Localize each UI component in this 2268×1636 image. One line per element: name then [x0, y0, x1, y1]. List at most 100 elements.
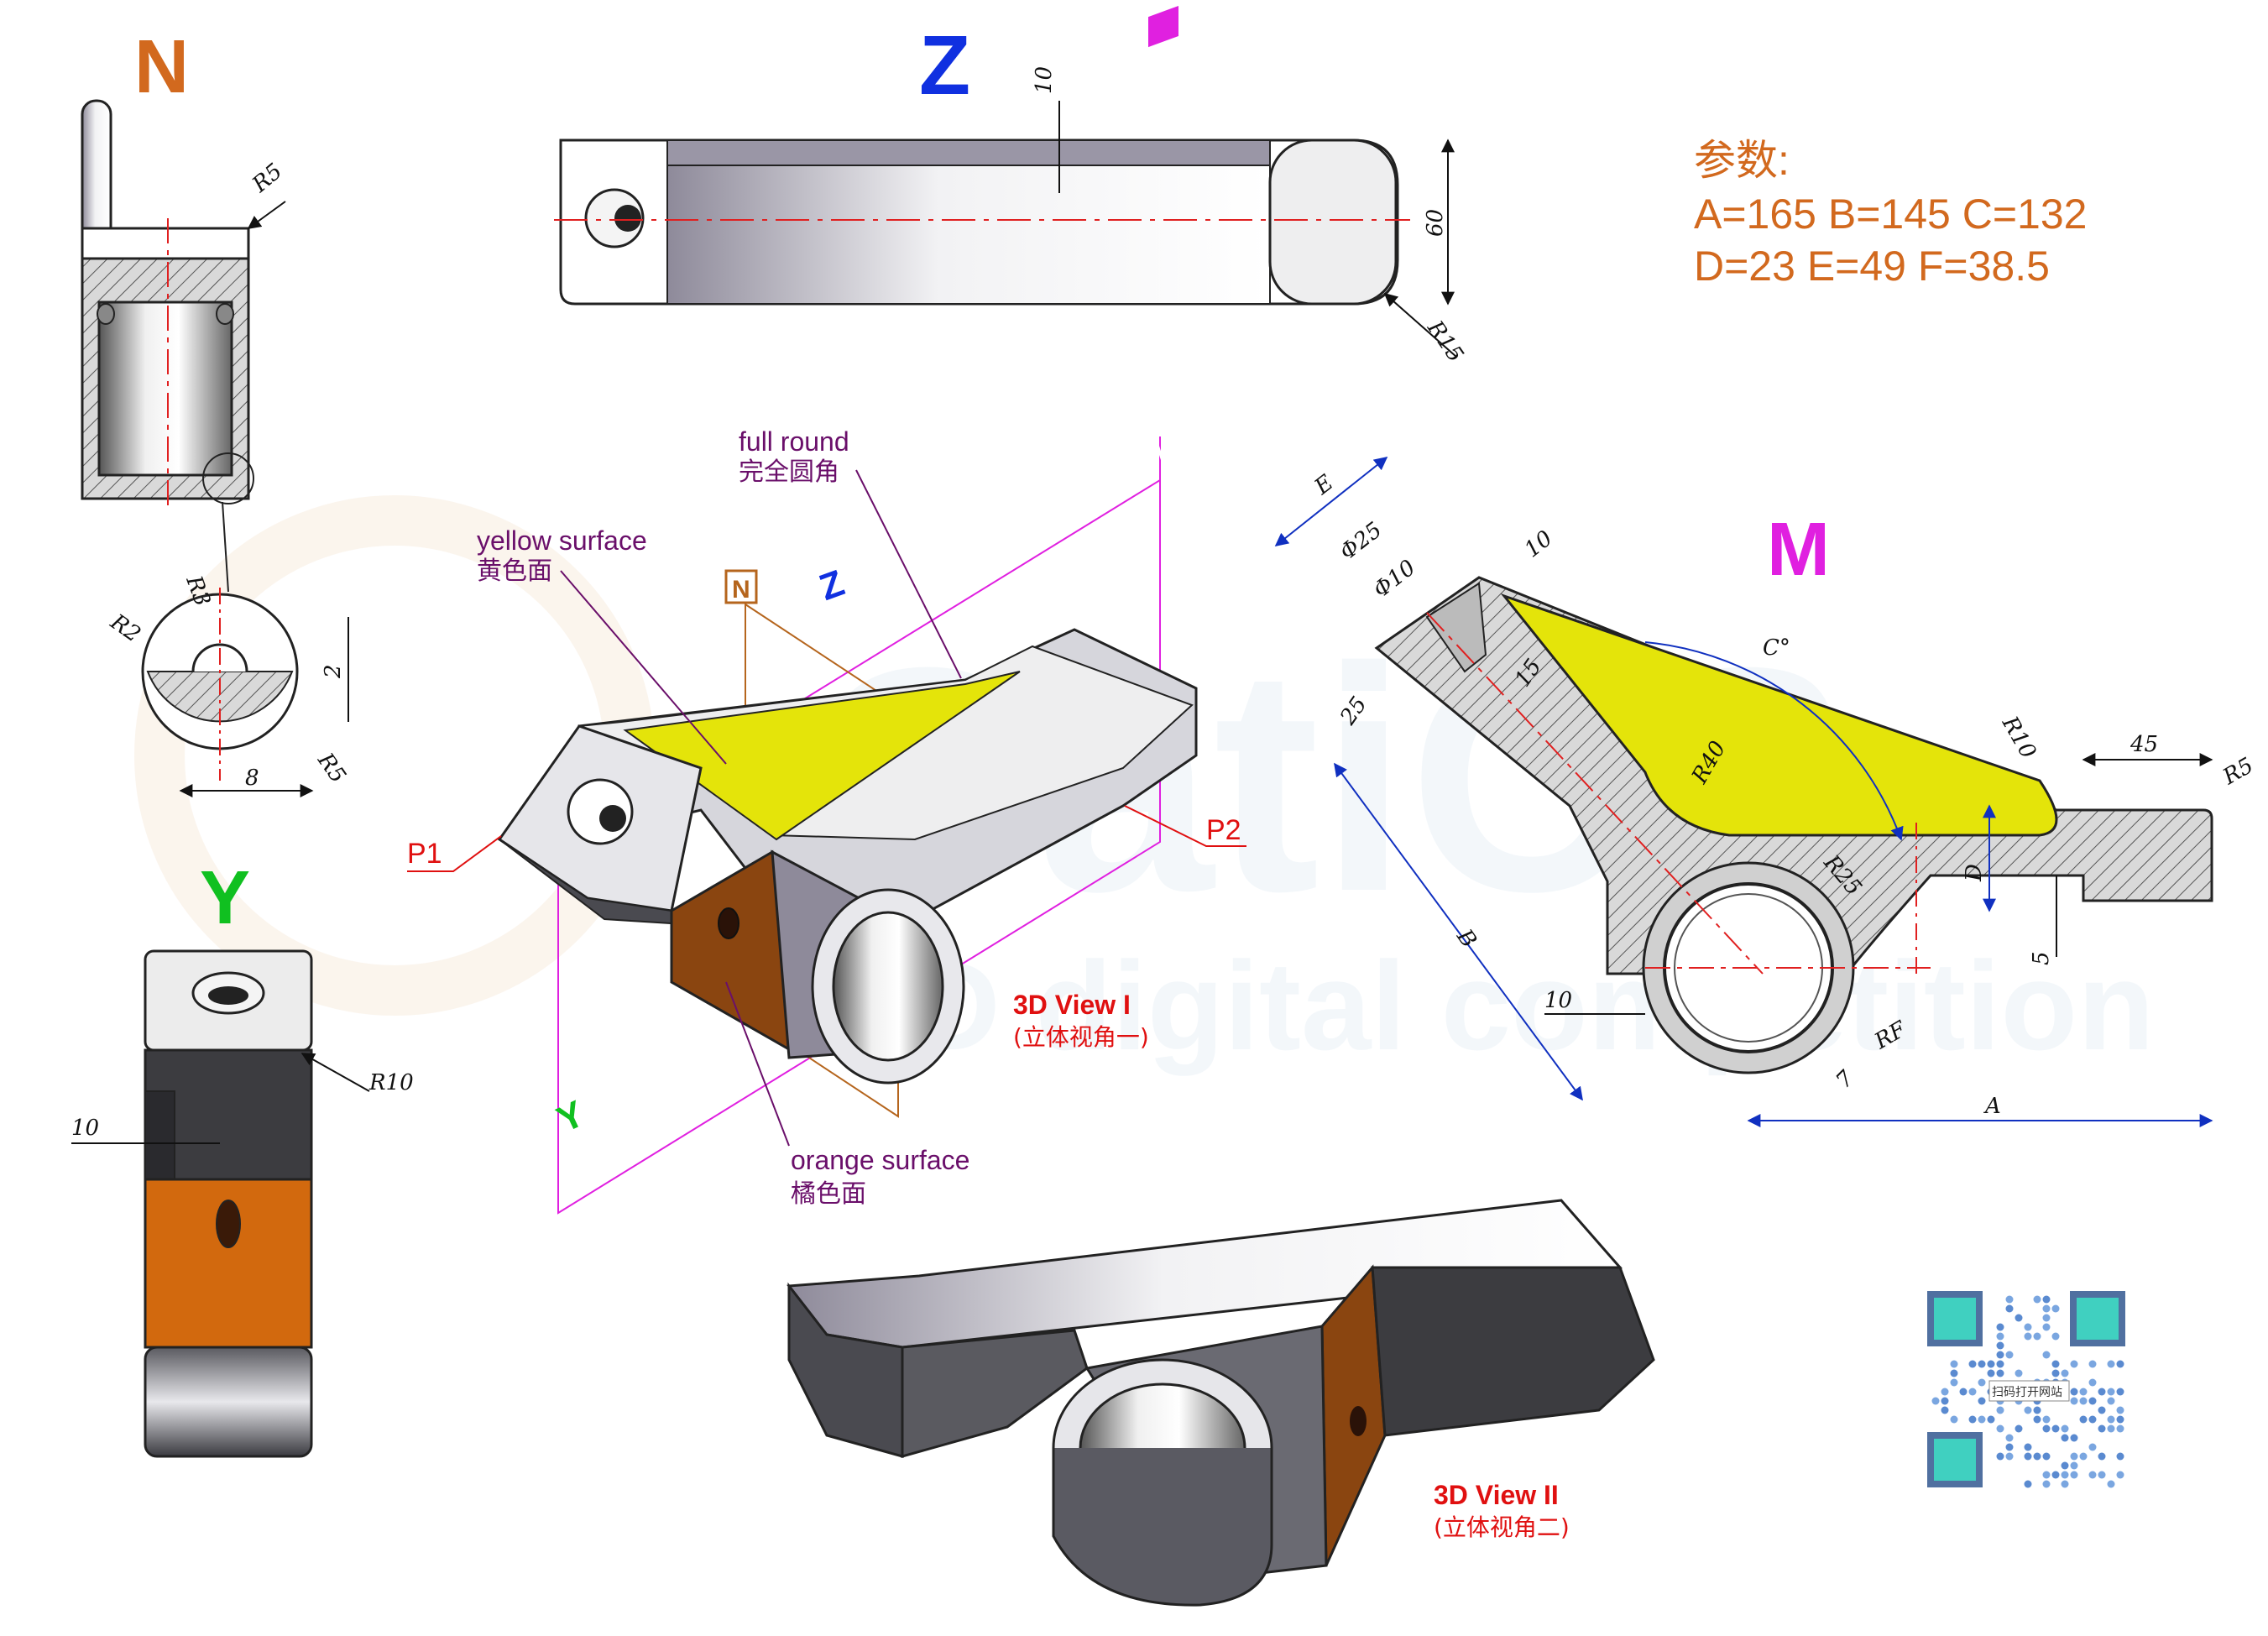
m-dim-r10: R10 — [1996, 712, 2041, 763]
qr-module — [1996, 1406, 2004, 1414]
view-m: M E Φ25 Φ10 10 25 15 C° R40 R10 45 R5 B … — [1274, 457, 2258, 1127]
yellow-leader — [560, 570, 727, 765]
qr-module — [2042, 1314, 2051, 1322]
y-top-hole-inner — [208, 986, 248, 1005]
view2-subtitle: (立体视角二) — [1434, 1513, 1570, 1541]
qr-module — [2024, 1406, 2032, 1414]
p2-leader — [1124, 805, 1246, 847]
m-dim-5: 5 — [2029, 951, 2054, 965]
v2-front-face — [901, 1329, 1089, 1458]
tag-n: N — [724, 569, 758, 604]
view-z-label: Z — [919, 18, 970, 112]
qr-module — [2116, 1406, 2124, 1414]
qr-finder-tr — [2070, 1291, 2125, 1346]
qr-module — [2107, 1415, 2115, 1424]
svg-text:Y: Y — [551, 1093, 590, 1141]
qr-module — [2033, 1406, 2041, 1414]
qr-module — [2051, 1424, 2060, 1433]
qr-module — [1968, 1388, 1977, 1396]
y-dim-10: 10 — [71, 1116, 99, 1141]
orange-leader — [725, 981, 790, 1147]
qr-code[interactable]: 扫码打开网站 — [1926, 1291, 2128, 1490]
qr-module — [1987, 1360, 1995, 1368]
view-m-label: M — [1767, 508, 1830, 592]
qr-module — [1941, 1397, 1949, 1405]
z-hole-inner — [614, 205, 641, 232]
label-p1: P1 — [407, 838, 442, 870]
view1-subtitle: (立体视角一) — [1013, 1023, 1149, 1051]
m-centerline-diag — [1426, 612, 1764, 975]
qr-module — [2042, 1323, 2051, 1331]
qr-module — [2116, 1415, 2124, 1424]
qr-finder-bl — [1927, 1432, 1983, 1487]
n-bore — [97, 301, 233, 477]
qr-module — [2107, 1397, 2115, 1405]
qr-module — [1950, 1378, 1958, 1387]
m-dim-10: 10 — [1520, 526, 1558, 563]
qr-module — [2061, 1480, 2069, 1488]
callout-orange-en: orange surface — [791, 1145, 969, 1175]
qr-module — [2024, 1480, 2032, 1488]
v2-right-wall — [1371, 1266, 1655, 1437]
params-line1: A=165 B=145 C=132 — [1694, 191, 2087, 238]
m-yellow-surface — [1500, 593, 2058, 837]
qr-module — [2098, 1452, 2106, 1461]
qr-module — [2088, 1415, 2097, 1424]
qr-module — [2116, 1471, 2124, 1479]
qr-module — [2116, 1360, 2124, 1368]
qr-module — [2005, 1304, 2014, 1313]
qr-module — [2051, 1360, 2060, 1368]
z-dim-10: 10 — [1032, 66, 1057, 94]
qr-module — [2042, 1424, 2051, 1433]
qr-module — [1978, 1378, 1986, 1387]
n-dim-2: 2 — [321, 664, 346, 679]
qr-module — [2033, 1415, 2041, 1424]
qr-module — [2024, 1443, 2032, 1451]
m-dim-10b: 10 — [1544, 988, 1572, 1013]
qr-module — [1996, 1360, 2004, 1368]
qr-module — [2107, 1388, 2115, 1396]
qr-module — [2079, 1388, 2088, 1396]
tag-m: M — [1148, 5, 1178, 468]
qr-module — [2061, 1471, 2069, 1479]
qr-module — [2005, 1295, 2014, 1304]
qr-module — [2042, 1351, 2051, 1359]
v1-end-hole-inner — [599, 805, 626, 832]
qr-module — [2061, 1424, 2069, 1433]
qr-module — [1996, 1341, 2004, 1350]
view-n-label: N — [134, 25, 189, 109]
m-dim-d: D — [1962, 864, 1987, 882]
qr-module — [2070, 1461, 2078, 1470]
qr-module — [1941, 1388, 1949, 1396]
qr-module — [2070, 1471, 2078, 1479]
n-detail-section — [146, 671, 294, 723]
y-orange-hole — [216, 1200, 241, 1248]
qr-module — [2079, 1397, 2088, 1405]
qr-module — [1931, 1397, 1940, 1405]
view1-title: 3D View I — [1013, 990, 1131, 1020]
n-dim-r2: R2 — [105, 609, 145, 648]
qr-module — [2061, 1434, 2069, 1442]
n-groove-left — [97, 303, 115, 325]
parameters: 参数: A=165 B=145 C=132 D=23 E=49 F=38.5 — [1694, 137, 2087, 290]
qr-module — [2042, 1452, 2051, 1461]
svg-text:M: M — [1152, 441, 1173, 468]
n-dim-r5: R5 — [247, 159, 287, 198]
callout-full-round-en: full round — [739, 426, 849, 457]
qr-module — [2107, 1424, 2115, 1433]
qr-module — [2079, 1452, 2088, 1461]
tag-y: Y — [551, 1093, 590, 1141]
qr-module — [1996, 1424, 2004, 1433]
qr-module — [2033, 1452, 2041, 1461]
qr-module — [2042, 1295, 2051, 1304]
qr-module — [1996, 1369, 2004, 1377]
qr-module — [2070, 1360, 2078, 1368]
v1-orange-surface — [670, 849, 791, 1052]
qr-module — [2079, 1415, 2088, 1424]
z-dim-r15: R15 — [1422, 316, 1468, 367]
qr-finder-tl — [1927, 1291, 1983, 1346]
callout-yellow-cn: 黄色面 — [477, 557, 552, 586]
qr-module — [1968, 1415, 1977, 1424]
params-line2: D=23 E=49 F=38.5 — [1694, 243, 2050, 290]
qr-module — [2005, 1452, 2014, 1461]
